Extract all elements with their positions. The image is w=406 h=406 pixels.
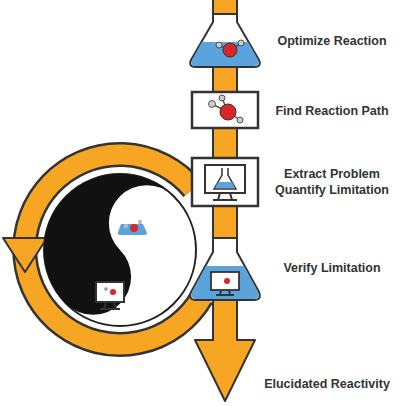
step-label: Optimize Reaction: [264, 33, 400, 49]
main-arrowhead: [195, 340, 255, 401]
step-label: Elucidated Reactivity: [252, 376, 402, 392]
verification-flask: [190, 238, 260, 300]
step-label: Verify Limitation: [264, 260, 400, 276]
step-label-slot: Extract Problem Quantify Limitation: [264, 166, 400, 198]
shaft-join: [214, 336, 236, 344]
step-label: Find Reaction Path: [264, 103, 400, 119]
step-label: Extract Problem Quantify Limitation: [264, 166, 400, 198]
step-label-slot: Find Reaction Path: [264, 103, 400, 119]
computer-icon: [96, 282, 124, 309]
yin-half: [13, 143, 201, 331]
step-label-slot: Elucidated Reactivity: [252, 376, 402, 392]
cycle-arrowhead: [3, 238, 47, 272]
flask-icon: [116, 198, 148, 236]
step-label-slot: Verify Limitation: [264, 260, 400, 276]
reaction-path-box: [192, 92, 258, 128]
step-label-slot: Optimize Reaction: [264, 33, 400, 49]
reaction-flask: [190, 14, 260, 67]
analysis-box: [192, 158, 258, 206]
